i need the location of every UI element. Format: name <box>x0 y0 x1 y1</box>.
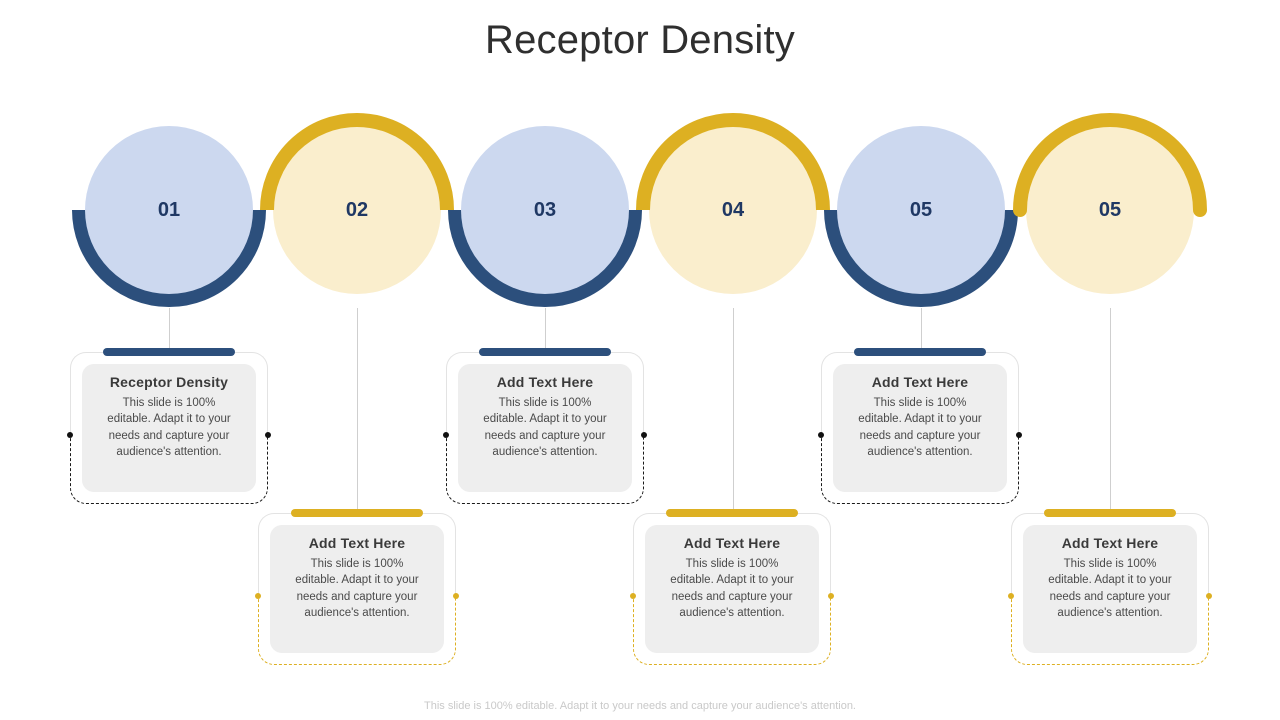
card-title: Receptor Density <box>109 374 229 390</box>
step-arc-blue-03 <box>448 209 642 307</box>
card-corner-dot-left <box>255 593 261 599</box>
card-accent-bar <box>1044 509 1176 517</box>
card-corner-dot-right <box>265 432 271 438</box>
card-corner-dot-left <box>67 432 73 438</box>
card-corner-dot-left <box>443 432 449 438</box>
card-corner-dot-right <box>641 432 647 438</box>
card-accent-bar <box>479 348 611 356</box>
card-title: Add Text Here <box>871 374 969 390</box>
card-corner-dot-left <box>1008 593 1014 599</box>
card-outline-dashed-bottom <box>446 435 644 504</box>
connector-line <box>733 308 734 515</box>
card-title: Add Text Here <box>683 535 781 551</box>
connector-line <box>921 308 922 354</box>
card-body-text: This slide is 100% editable. Adapt it to… <box>107 397 231 458</box>
card-body-text: This slide is 100% editable. Adapt it to… <box>858 397 982 458</box>
step-number-label: 02 <box>345 199 369 221</box>
card-corner-dot-right <box>1016 432 1022 438</box>
card-outline-dashed-bottom <box>1011 596 1209 665</box>
connector-line <box>169 308 170 354</box>
card-accent-bar <box>291 509 423 517</box>
step-arc-gold-05 <box>1013 113 1207 217</box>
footer-note: This slide is 100% editable. Adapt it to… <box>424 700 856 712</box>
step-arc-gold-02 <box>260 113 454 211</box>
card-body-text: This slide is 100% editable. Adapt it to… <box>483 397 607 458</box>
step-number-label: 05 <box>1098 199 1122 221</box>
card-accent-bar <box>666 509 798 517</box>
card-outline-dashed-bottom <box>821 435 1019 504</box>
card-outline-dashed-bottom <box>70 435 268 504</box>
step-arc-blue-05 <box>824 209 1018 307</box>
card-corner-dot-right <box>1206 593 1212 599</box>
step-number-label: 04 <box>721 199 745 221</box>
step-number-label: 01 <box>157 199 181 221</box>
card-corner-dot-left <box>630 593 636 599</box>
card-outline-dashed-bottom <box>258 596 456 665</box>
card-title: Add Text Here <box>496 374 594 390</box>
connector-line <box>357 308 358 515</box>
page-title: Receptor Density <box>485 18 795 62</box>
connector-line <box>1110 308 1111 515</box>
card-accent-bar <box>103 348 235 356</box>
step-arc-gold-04 <box>636 113 830 211</box>
connector-line <box>545 308 546 354</box>
card-body-text: This slide is 100% editable. Adapt it to… <box>670 558 794 619</box>
step-number-label: 05 <box>909 199 933 221</box>
card-corner-dot-right <box>453 593 459 599</box>
card-title: Add Text Here <box>1061 535 1159 551</box>
step-number-label: 03 <box>533 199 557 221</box>
card-body-text: This slide is 100% editable. Adapt it to… <box>295 558 419 619</box>
card-outline-dashed-bottom <box>633 596 831 665</box>
card-body-text: This slide is 100% editable. Adapt it to… <box>1048 558 1172 619</box>
card-corner-dot-left <box>818 432 824 438</box>
step-arc-blue-01 <box>72 209 266 307</box>
card-accent-bar <box>854 348 986 356</box>
card-corner-dot-right <box>828 593 834 599</box>
card-title: Add Text Here <box>308 535 406 551</box>
